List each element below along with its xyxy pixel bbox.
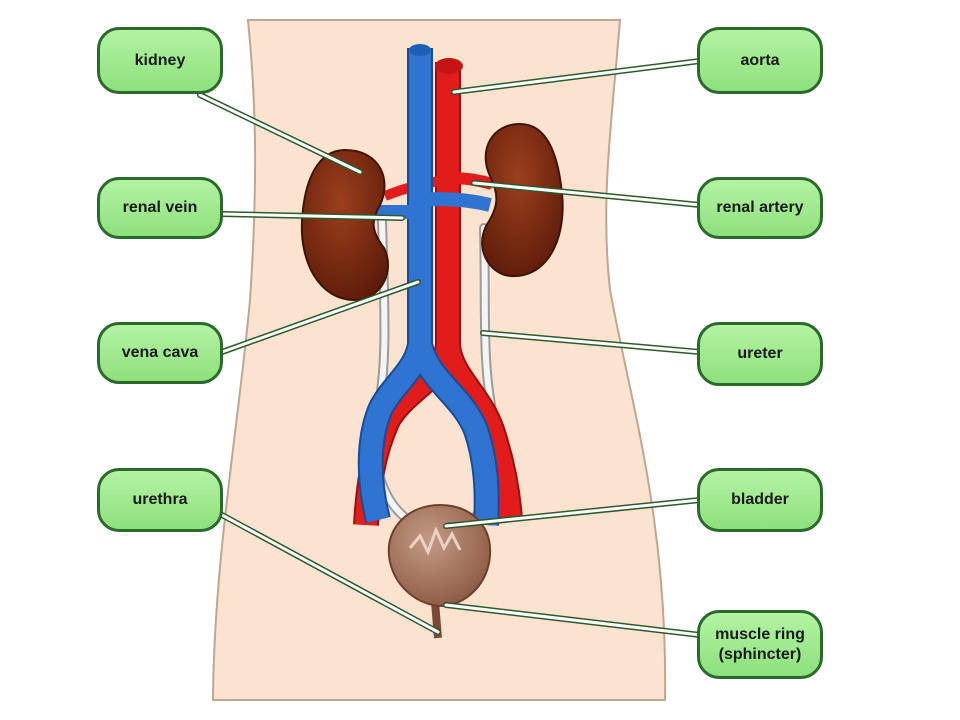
label-muscle-ring: muscle ring (sphincter) [697,610,823,679]
label-ureter: ureter [697,322,823,386]
right-kidney [481,122,564,278]
bladder-texture [408,525,462,556]
label-kidney: kidney [97,27,223,94]
vena-cava-vessel [357,44,500,526]
leader-lines [197,58,703,638]
bladder-organ [387,503,492,608]
label-bladder: bladder [697,468,823,532]
label-urethra: urethra [97,468,223,532]
label-aorta: aorta [697,27,823,94]
label-vena-cava: vena cava [97,322,223,384]
label-renal-artery: renal artery [697,177,823,239]
label-renal-vein: renal vein [97,177,223,239]
left-kidney [300,148,389,302]
